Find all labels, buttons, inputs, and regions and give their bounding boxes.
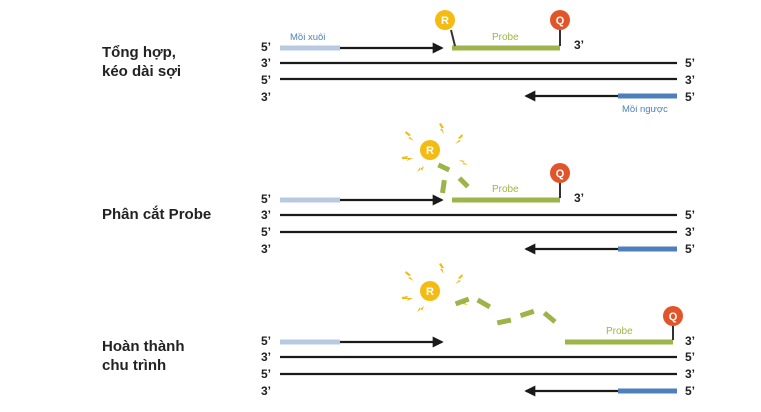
svg-text:R: R [426, 145, 434, 157]
five-prime-label: 5’ [261, 73, 271, 87]
step-cycle-complete: Hoàn thành chu trình R 5’ Probe [102, 263, 695, 398]
three-prime-label: 3’ [261, 56, 271, 70]
five-prime-label: 5’ [261, 192, 271, 206]
reverse-primer [618, 246, 677, 252]
quencher-dye-icon: Q [663, 306, 683, 326]
five-prime-label: 5’ [685, 350, 695, 364]
probe-label: Probe [606, 326, 633, 337]
reverse-primer [618, 93, 677, 99]
three-prime-label: 3’ [261, 350, 271, 364]
probe [452, 197, 560, 203]
five-prime-label: 5’ [261, 225, 271, 239]
three-prime-label: 3’ [261, 208, 271, 222]
cleaved-probe-fragments [437, 162, 470, 194]
forward-primer [280, 197, 340, 203]
reporter-dye-icon: R [420, 281, 440, 301]
five-prime-label: 5’ [261, 40, 271, 54]
forward-primer [280, 45, 340, 51]
svg-text:Q: Q [669, 311, 678, 323]
step-title-line-2: kéo dài sợi [102, 63, 181, 80]
step-title-line-2: chu trình [102, 357, 166, 374]
svg-text:R: R [426, 286, 434, 298]
five-prime-label: 5’ [685, 242, 695, 256]
svg-text:Q: Q [556, 15, 565, 27]
quencher-dye-icon: Q [550, 163, 570, 183]
forward-primer-label: Mồi xuôi [290, 32, 325, 43]
step-title-line-1: Tổng hợp, [102, 44, 176, 61]
three-prime-label: 3’ [574, 191, 584, 205]
three-prime-label: 3’ [261, 242, 271, 256]
lightning-bolt-icon [402, 123, 468, 172]
five-prime-label: 5’ [261, 334, 271, 348]
svg-text:R: R [441, 15, 449, 27]
cleaved-probe-fragments [454, 296, 557, 326]
quencher-dye-icon: Q [550, 10, 570, 30]
reporter-linker [450, 29, 456, 47]
three-prime-label: 3’ [261, 90, 271, 104]
five-prime-label: 5’ [685, 208, 695, 222]
five-prime-label: 5’ [685, 90, 695, 104]
five-prime-label: 5’ [261, 367, 271, 381]
five-prime-label: 5’ [685, 56, 695, 70]
three-prime-label: 3’ [685, 225, 695, 239]
three-prime-label: 3’ [261, 384, 271, 398]
three-prime-label: 3’ [574, 38, 584, 52]
reporter-dye-icon: R [435, 10, 455, 30]
probe [565, 339, 673, 345]
probe [452, 45, 560, 51]
svg-text:Q: Q [556, 168, 565, 180]
reverse-primer [618, 388, 677, 394]
forward-primer [280, 339, 340, 345]
step-title-line-1: Hoàn thành [102, 338, 185, 355]
three-prime-label: 3’ [685, 367, 695, 381]
reverse-primer-label: Mồi ngược [622, 104, 668, 115]
three-prime-label: 3’ [685, 73, 695, 87]
five-prime-label: 5’ [685, 384, 695, 398]
three-prime-label: 3’ [685, 334, 695, 348]
step-title-line-1: Phân cắt Probe [102, 205, 211, 223]
step-extension: Tổng hợp, kéo dài sợi 5’ Mồi xuôi Probe … [102, 10, 695, 115]
probe-label: Probe [492, 184, 519, 195]
reporter-dye-icon: R [420, 140, 440, 160]
step-cleavage: Phân cắt Probe R 5’ Probe Q [102, 123, 695, 256]
probe-label: Probe [492, 32, 519, 43]
